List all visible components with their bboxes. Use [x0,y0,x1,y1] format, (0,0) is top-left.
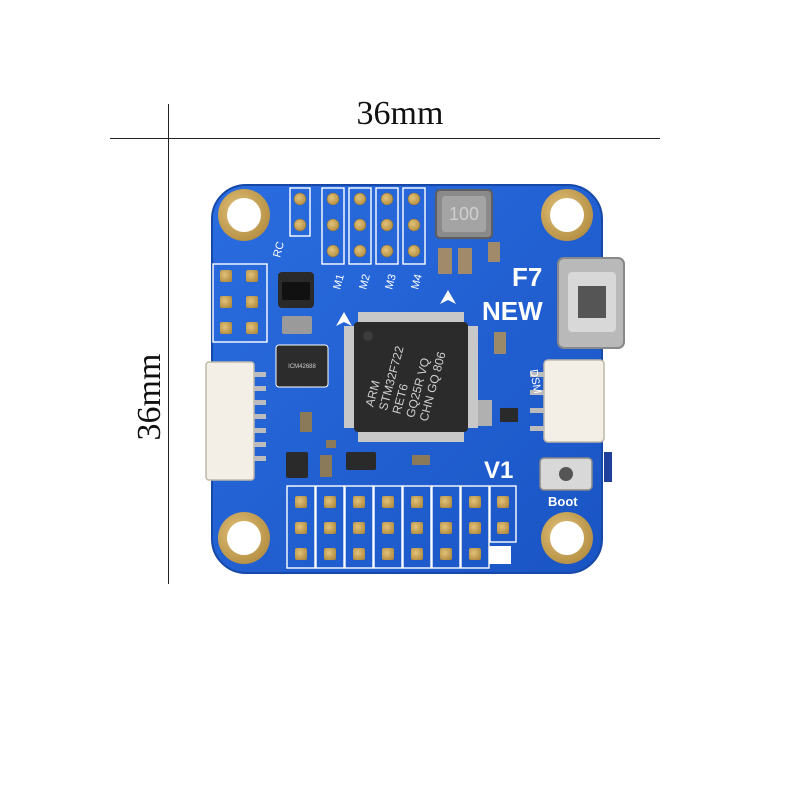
inductor-label: 100 [449,204,479,224]
power-inductor [435,189,493,239]
right-connector [530,359,612,482]
f7-label: F7 [512,262,542,292]
width-dimension-label: 36mm [356,95,444,132]
dsm-label: DSM [527,368,543,394]
gyro-chip: ICM42688 [275,344,329,388]
m3-label: M3 [383,273,399,291]
mcu-chip [344,312,478,442]
left-solder-pads [212,263,268,343]
new-label: NEW [482,296,543,326]
small-inductor [278,272,314,334]
top-pad-outlines [289,187,426,265]
left-connector [205,361,266,481]
dim-vertical-line [168,104,169,584]
svg-text:ICM42688: ICM42688 [288,364,316,370]
v1-label: V1 [484,457,513,484]
boot-label: Boot [548,494,578,509]
dim-horizontal-line [110,138,660,139]
m4-label: M4 [409,273,425,291]
mounting-holes [218,189,593,564]
small-smd-parts [286,408,518,478]
boot-button [539,457,593,491]
rc-label: RC [271,240,287,259]
bottom-solder-pads [286,485,517,569]
mcu-line-1: ARM [362,379,382,408]
arrow-markings [336,290,456,326]
capacitors [300,242,506,477]
m1-label: M1 [331,273,347,291]
top-solder-pads [293,192,421,258]
usb-connector [557,257,625,349]
m2-label: M2 [357,273,373,291]
